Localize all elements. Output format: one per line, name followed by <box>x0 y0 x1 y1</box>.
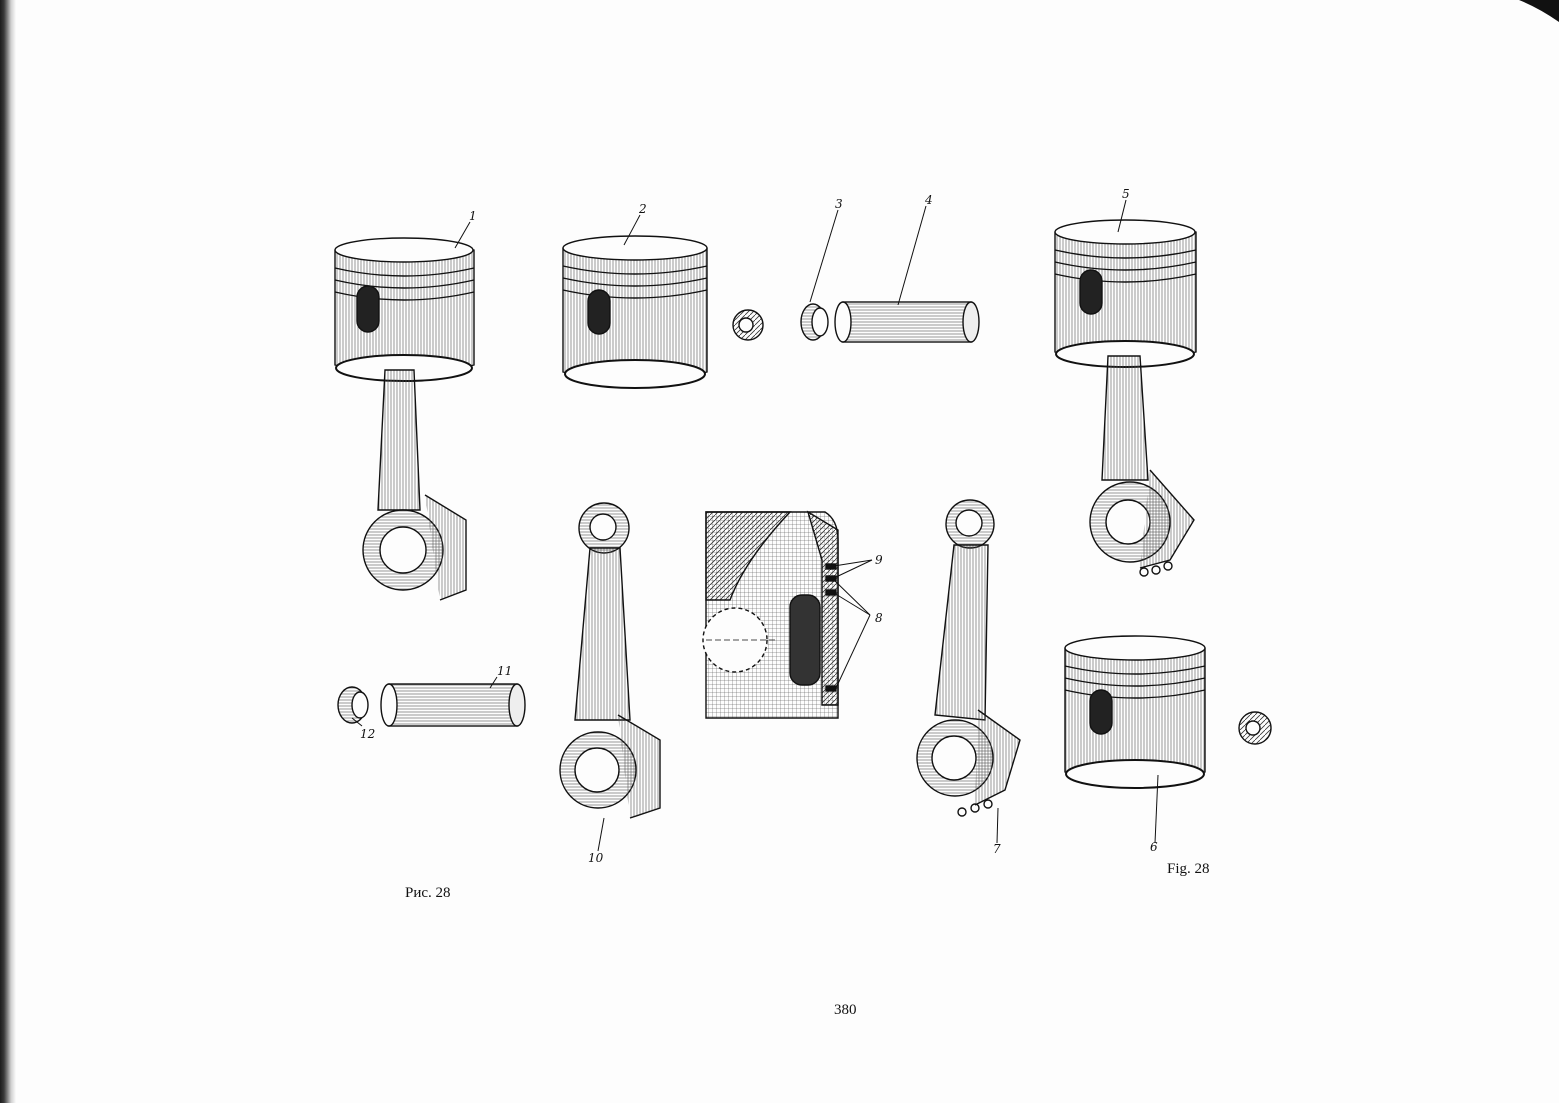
page-number: 380 <box>834 1002 857 1018</box>
piston-assembly-5 <box>1054 219 1197 577</box>
piston-2 <box>562 235 708 389</box>
pin-bushing <box>732 309 764 341</box>
callout-1: 1 <box>469 209 477 223</box>
piston-assembly-1 <box>334 237 475 601</box>
callout-11: 11 <box>497 664 513 678</box>
callout-4: 4 <box>925 193 933 207</box>
pin-plug-12 <box>337 686 369 724</box>
callout-2: 2 <box>639 202 647 216</box>
page-corner-shadow <box>1519 0 1559 22</box>
callout-9: 9 <box>875 553 883 567</box>
leader-lines <box>351 199 1159 852</box>
callout-5: 5 <box>1122 187 1130 201</box>
caption-english: Fig. 28 <box>1167 861 1210 877</box>
piston-pin-4 <box>834 301 980 343</box>
piston-6 <box>1064 635 1206 789</box>
callout-12: 12 <box>360 727 376 741</box>
piston-cross-section <box>702 510 839 719</box>
pin-bushing-right <box>1238 711 1272 745</box>
pin-plug-3 <box>800 303 829 341</box>
caption-russian: Рис. 28 <box>405 885 451 901</box>
connecting-rod-10 <box>559 502 661 819</box>
callout-10: 10 <box>588 851 604 865</box>
callout-7: 7 <box>993 842 1001 856</box>
callout-3: 3 <box>835 197 843 211</box>
callout-8: 8 <box>875 611 883 625</box>
connecting-rod-7 <box>916 499 1021 817</box>
callout-6: 6 <box>1150 840 1158 854</box>
book-binding-shadow <box>0 0 16 1103</box>
piston-pin-11 <box>380 683 526 727</box>
